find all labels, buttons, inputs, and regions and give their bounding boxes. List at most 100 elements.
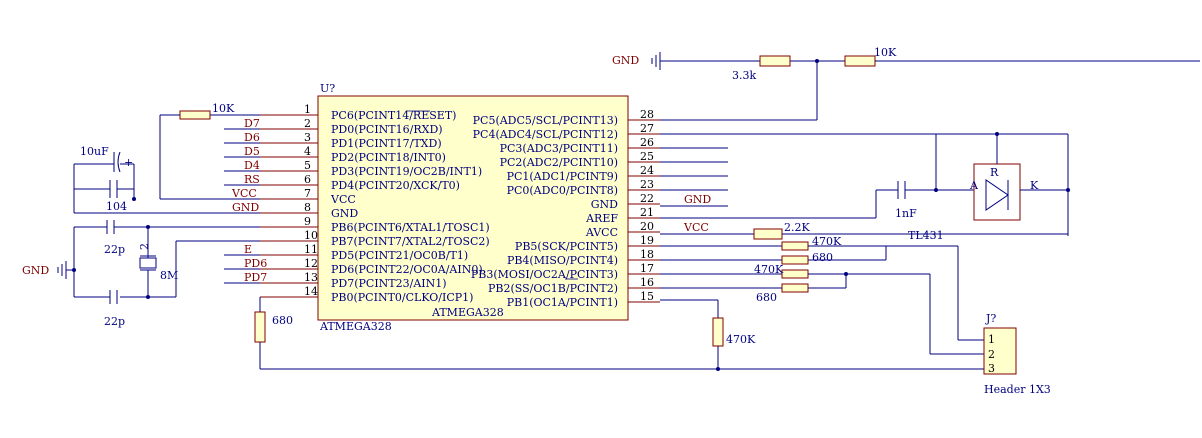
- mcu-pin-num-21: 21: [640, 206, 654, 219]
- tl431-ref: R: [990, 166, 999, 179]
- mcu-pin-name-22: GND: [591, 198, 618, 211]
- mcu-right-pins: 28 PC5(ADC5/SCL/PCINT13) 27 PC4(ADC4/SCL/PC…: [471, 108, 660, 309]
- cap-plate-curved: [117, 151, 121, 173]
- mcu-pin-num-26: 26: [640, 136, 654, 149]
- reset-circuit: 10K 10uF + 104: [73, 102, 260, 214]
- mcu-pin-name-3: PD1(PCINT17/TXD): [331, 137, 442, 150]
- mcu-pin-name-11: PD5(PCINT21/OC0B/T1): [331, 249, 468, 262]
- mcu-pin-name-10: PB7(PCINT7/XTAL2/TOSC2): [331, 235, 490, 248]
- tl431-cathode: K: [1030, 179, 1039, 192]
- net-d4: D4: [244, 159, 260, 172]
- mcu-pin-name-8: GND: [331, 207, 358, 220]
- mcu-pin-name-16: PB2(SS/OC1B/PCINT2): [488, 282, 618, 295]
- net-e: E: [244, 243, 252, 256]
- net-gnd-right: GND: [684, 193, 711, 206]
- resistor-3k3[interactable]: [759, 55, 791, 67]
- junction-dot: [716, 367, 720, 371]
- c-22p-bottom-label: 22p: [104, 315, 125, 328]
- net-d5: D5: [244, 145, 260, 158]
- header-j[interactable]: [983, 327, 1017, 375]
- header-circuit: 470K 680 470K 680 470K J? 1 2 3 Header: [660, 235, 1051, 396]
- mcu-pin-num-14: 14: [304, 285, 318, 298]
- mcu-pin-num-17: 17: [640, 262, 654, 275]
- net-rs: RS: [244, 173, 260, 186]
- mcu-pin-num-25: 25: [640, 150, 654, 163]
- resistor-10k-top[interactable]: [844, 55, 876, 67]
- mcu-pin-name-17: PB3(MOSI/OC2A/PCINT3): [471, 268, 618, 281]
- r-3k3-label: 3.3k: [732, 69, 756, 82]
- mcu-pin-num-6: 6: [304, 173, 311, 186]
- mcu-pin-name-19: PB5(SCK/PCINT5): [515, 240, 618, 253]
- mcu-pin-name-12: PD6(PCINT22/OC0A/AIN0): [331, 263, 483, 276]
- junction-dot: [132, 197, 136, 201]
- junction-dot: [1066, 188, 1070, 192]
- mcu-pin-num-22: 22: [640, 192, 654, 205]
- mcu-pin-name-28: PC5(ADC5/SCL/PCINT13): [473, 114, 618, 127]
- top-divider: GND 3.3k 10K: [612, 46, 1200, 121]
- mcu-pin-name-24: PC1(ADC1/PCINT9): [507, 170, 618, 183]
- pin14-circuit: 680: [254, 297, 956, 370]
- resistor-680-1[interactable]: [781, 255, 809, 265]
- mcu-pin-name-18: PB4(MISO/PCINT4): [507, 254, 618, 267]
- mcu-pin-num-28: 28: [640, 108, 654, 121]
- mcu-pin-name-20: AVCC: [585, 226, 618, 239]
- header-pin-1: 1: [988, 333, 995, 346]
- crystal-circuit: 22p 22p 2 8M GND: [22, 220, 260, 328]
- junction-dot: [146, 295, 150, 299]
- resistor-470k-vertical[interactable]: [712, 317, 724, 347]
- mcu-pin-name-23: PC0(ADC0/PCINT8): [507, 184, 618, 197]
- mcu-pin-num-2: 2: [304, 117, 311, 130]
- mcu-pin-name-1: PC6(PCINT14/RESET): [331, 109, 456, 122]
- mcu-pin-name-27: PC4(ADC4/SCL/PCINT12): [473, 128, 618, 141]
- mcu-pin-name-2: PD0(PCINT16/RXD): [331, 123, 443, 136]
- mcu-pin-num-9: 9: [304, 215, 311, 228]
- crystal-ref: 2: [138, 243, 151, 250]
- mcu-pin-num-20: 20: [640, 220, 654, 233]
- mcu-pin-num-19: 19: [640, 234, 654, 247]
- r-680-2-label: 680: [756, 291, 777, 304]
- resistor-470k-2[interactable]: [781, 269, 809, 279]
- tl431-name: TL431: [908, 229, 944, 242]
- header-designator: J?: [985, 312, 996, 325]
- header-name: Header 1X3: [984, 383, 1051, 396]
- mcu-left-pins: 1 PC6(PCINT14/RESET) 2 PD0(PCINT16/RXD) 3 PD1…: [260, 103, 490, 304]
- resistor-10k-reset[interactable]: [179, 110, 211, 120]
- mcu-pin-num-18: 18: [640, 248, 654, 261]
- net-vcc-left: VCC: [231, 187, 257, 200]
- header-pin-3: 3: [988, 362, 995, 375]
- mcu-pin-num-7: 7: [304, 187, 311, 200]
- resistor-680-2[interactable]: [781, 283, 809, 293]
- mcu-pin-num-23: 23: [640, 178, 654, 191]
- net-d6: D6: [244, 131, 260, 144]
- net-gnd-left: GND: [232, 201, 259, 214]
- crystal-8m[interactable]: [139, 257, 157, 269]
- mcu-pin-name-14: PB0(PCINT0/CLKO/ICP1): [331, 291, 473, 304]
- c-104-label: 104: [106, 200, 127, 213]
- mcu-part-label: ATMEGA328: [319, 320, 392, 333]
- net-vcc-right: VCC: [683, 221, 709, 234]
- mcu-pin-num-12: 12: [304, 257, 318, 270]
- mcu-pin-num-27: 27: [640, 122, 654, 135]
- pin27-and-tl431: GND 1nF A K R TL431 VCC 2.2K: [660, 132, 1070, 242]
- r-10k-top-label: 10K: [874, 46, 897, 59]
- cap-plus-sign: +: [124, 156, 133, 169]
- junction-dot: [146, 225, 150, 229]
- resistor-680-left[interactable]: [254, 311, 266, 343]
- mcu-pin-name-7: VCC: [330, 193, 356, 206]
- c-1nf-label: 1nF: [895, 207, 917, 220]
- left-net-labels: D7 D6 D5 D4 RS VCC GND E PD6 PD7: [224, 117, 267, 284]
- resistor-2k2[interactable]: [753, 228, 783, 240]
- tl431-diode-icon: [985, 179, 1009, 211]
- r-470k-1-label: 470K: [812, 235, 842, 248]
- mcu-pin-num-11: 11: [304, 243, 318, 256]
- mcu-pin-num-8: 8: [304, 201, 311, 214]
- net-pd7: PD7: [244, 271, 267, 284]
- header-pin-2: 2: [988, 348, 995, 361]
- net-pd6: PD6: [244, 257, 267, 270]
- resistor-470k-1[interactable]: [781, 241, 809, 251]
- mcu-pin-num-3: 3: [304, 131, 311, 144]
- crystal-value: 8M: [160, 269, 178, 282]
- mcu-pin-num-1: 1: [304, 103, 311, 116]
